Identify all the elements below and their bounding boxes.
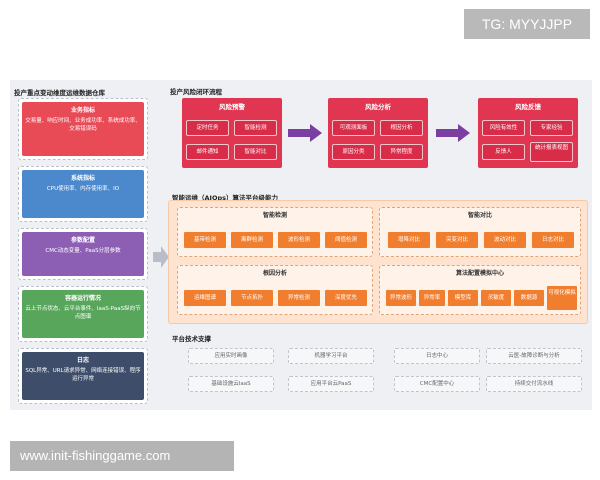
platform-item: 日志中心 <box>394 348 480 364</box>
risk-item: 可观测面板 <box>332 120 375 136</box>
card-body: CMC动态变量、PaaS分层参数 <box>45 248 121 254</box>
capability-item: 基带检测 <box>184 232 226 248</box>
capability-item: 节点拓扑 <box>231 290 273 306</box>
platform-item: CMC配置中心 <box>394 376 480 392</box>
smart-detection-section: 智能检测 基带检测 离群检测 波形检测 阈值检测 <box>177 207 373 257</box>
card-inner: 日志 SQL异常、URL请求异常、网络连接错误、程序运行异常 <box>22 352 144 400</box>
platform-item: 云医-故障诊断与分析 <box>486 348 582 364</box>
card-body: 交易量、响应时间、业务成功率、系统成功率、交易错误码 <box>25 118 141 132</box>
right-arrow-icon <box>288 124 322 142</box>
risk-item: 原因分类 <box>332 144 375 160</box>
risk-flow-row: 风险预警 定时任务 智能检测 邮件通知 智能对比 风险分析 可观测面板 根因分析… <box>168 92 588 176</box>
capability-item: 灵敏度 <box>481 290 511 306</box>
platform-item: 机器学习平台 <box>288 348 374 364</box>
card-logs: 日志 SQL异常、URL请求异常、网络连接错误、程序运行异常 <box>18 348 148 404</box>
card-title: 日志 <box>76 357 89 364</box>
platform-title: 平台技术支撑 <box>172 335 211 343</box>
capability-item: 阈值检测 <box>325 232 367 248</box>
card-inner: 容器运行情况 云上节点状态、云平台事件、IaaS-PaaS纵向节点图谱 <box>22 290 144 338</box>
capability-item: 波动对比 <box>484 232 526 248</box>
risk-box-title: 风险预警 <box>219 103 245 111</box>
platform-item: 基础设施云IaaS <box>188 376 274 392</box>
card-parameter-config: 参数配置 CMC动态变量、PaaS分层参数 <box>18 228 148 280</box>
card-inner: 系统指标 CPU使用率、内存使用率、IO <box>22 170 144 218</box>
risk-item: 统计报表视图 <box>530 142 573 162</box>
card-title: 容器运行情况 <box>64 295 101 302</box>
platform-item: 持续交付流水线 <box>486 376 582 392</box>
platform-panel: 应用实时画像 机器学习平台 日志中心 云医-故障诊断与分析 基础设施云IaaS … <box>168 330 588 406</box>
capability-item: 深度优先 <box>325 290 367 306</box>
aiops-title: 智能运维（AIOps）算法平台级能力 <box>172 194 278 202</box>
card-body: CPU使用率、内存使用率、IO <box>46 186 120 192</box>
risk-item: 根因分析 <box>380 120 423 136</box>
card-title: 参数配置 <box>70 237 95 244</box>
card-body: 云上节点状态、云平台事件、IaaS-PaaS纵向节点图谱 <box>25 306 141 320</box>
capability-item: 突变对比 <box>436 232 478 248</box>
risk-item: 专家经验 <box>530 120 573 136</box>
risk-item: 反馈人 <box>482 144 525 160</box>
risk-item: 定时任务 <box>186 120 229 136</box>
card-business-metrics: 业务指标 交易量、响应时间、业务成功率、系统成功率、交易错误码 <box>18 98 148 160</box>
capability-item: 异常波形 <box>386 290 416 306</box>
subsection-title: 算法配置模拟中心 <box>455 270 504 277</box>
platform-item: 应用平台云PaaS <box>288 376 374 392</box>
subsection-title: 智能检测 <box>262 212 287 219</box>
risk-box-title: 风险分析 <box>365 103 391 111</box>
risk-item: 异常程度 <box>380 144 423 160</box>
capability-item: 异常率 <box>419 290 445 306</box>
data-warehouse-title: 投产重点变动维度运维数据仓库 <box>14 89 105 97</box>
risk-feedback-box: 风险反馈 风险有效性 专家经验 反馈人 统计报表视图 <box>478 98 578 168</box>
platform-item: 应用实时画像 <box>188 348 274 364</box>
card-title: 系统指标 <box>70 175 95 182</box>
capability-item: 异常检测 <box>278 290 320 306</box>
risk-box-title: 风险反馈 <box>515 103 541 111</box>
capability-item: 波形检测 <box>278 232 320 248</box>
risk-item: 智能对比 <box>234 144 277 160</box>
card-inner: 参数配置 CMC动态变量、PaaS分层参数 <box>22 232 144 276</box>
subsection-title: 根因分析 <box>262 270 287 277</box>
card-inner: 业务指标 交易量、响应时间、业务成功率、系统成功率、交易错误码 <box>22 102 144 156</box>
aiops-panel: 智能检测 基带检测 离群检测 波形检测 阈值检测 智能对比 增降对比 突变对比 … <box>168 200 588 324</box>
subsection-title: 智能对比 <box>467 212 492 219</box>
capability-item: 数据源 <box>514 290 544 306</box>
risk-item: 邮件通知 <box>186 144 229 160</box>
card-body: SQL异常、URL请求异常、网络连接错误、程序运行异常 <box>25 368 141 382</box>
capability-item: 离群检测 <box>231 232 273 248</box>
capability-item: 可视化模拟 <box>547 286 577 310</box>
root-cause-section: 根因分析 运维图谱 节点拓扑 异常检测 深度优先 <box>177 265 373 315</box>
risk-item: 风险有效性 <box>482 120 525 136</box>
smart-compare-section: 智能对比 增降对比 突变对比 波动对比 日志对比 <box>379 207 581 257</box>
risk-warning-box: 风险预警 定时任务 智能检测 邮件通知 智能对比 <box>182 98 282 168</box>
right-arrow-icon <box>153 246 169 268</box>
card-container-status: 容器运行情况 云上节点状态、云平台事件、IaaS-PaaS纵向节点图谱 <box>18 286 148 342</box>
card-title: 业务指标 <box>70 107 95 114</box>
tg-watermark: TG: MYYJJPP <box>464 9 590 39</box>
data-warehouse-column: 投产重点变动维度运维数据仓库 业务指标 交易量、响应时间、业务成功率、系统成功率… <box>12 82 152 406</box>
right-arrow-icon <box>436 124 470 142</box>
algorithm-config-section: 算法配置模拟中心 异常波形 异常率 模型库 灵敏度 数据源 可视化模拟 <box>379 265 581 315</box>
risk-item: 智能检测 <box>234 120 277 136</box>
capability-item: 运维图谱 <box>184 290 226 306</box>
card-system-metrics: 系统指标 CPU使用率、内存使用率、IO <box>18 166 148 222</box>
risk-flow-title: 投产风险闭环流程 <box>170 88 222 96</box>
capability-item: 模型库 <box>448 290 478 306</box>
url-watermark: www.init-fishinggame.com <box>10 441 234 471</box>
risk-analysis-box: 风险分析 可观测面板 根因分析 原因分类 异常程度 <box>328 98 428 168</box>
capability-item: 日志对比 <box>532 232 574 248</box>
capability-item: 增降对比 <box>388 232 430 248</box>
